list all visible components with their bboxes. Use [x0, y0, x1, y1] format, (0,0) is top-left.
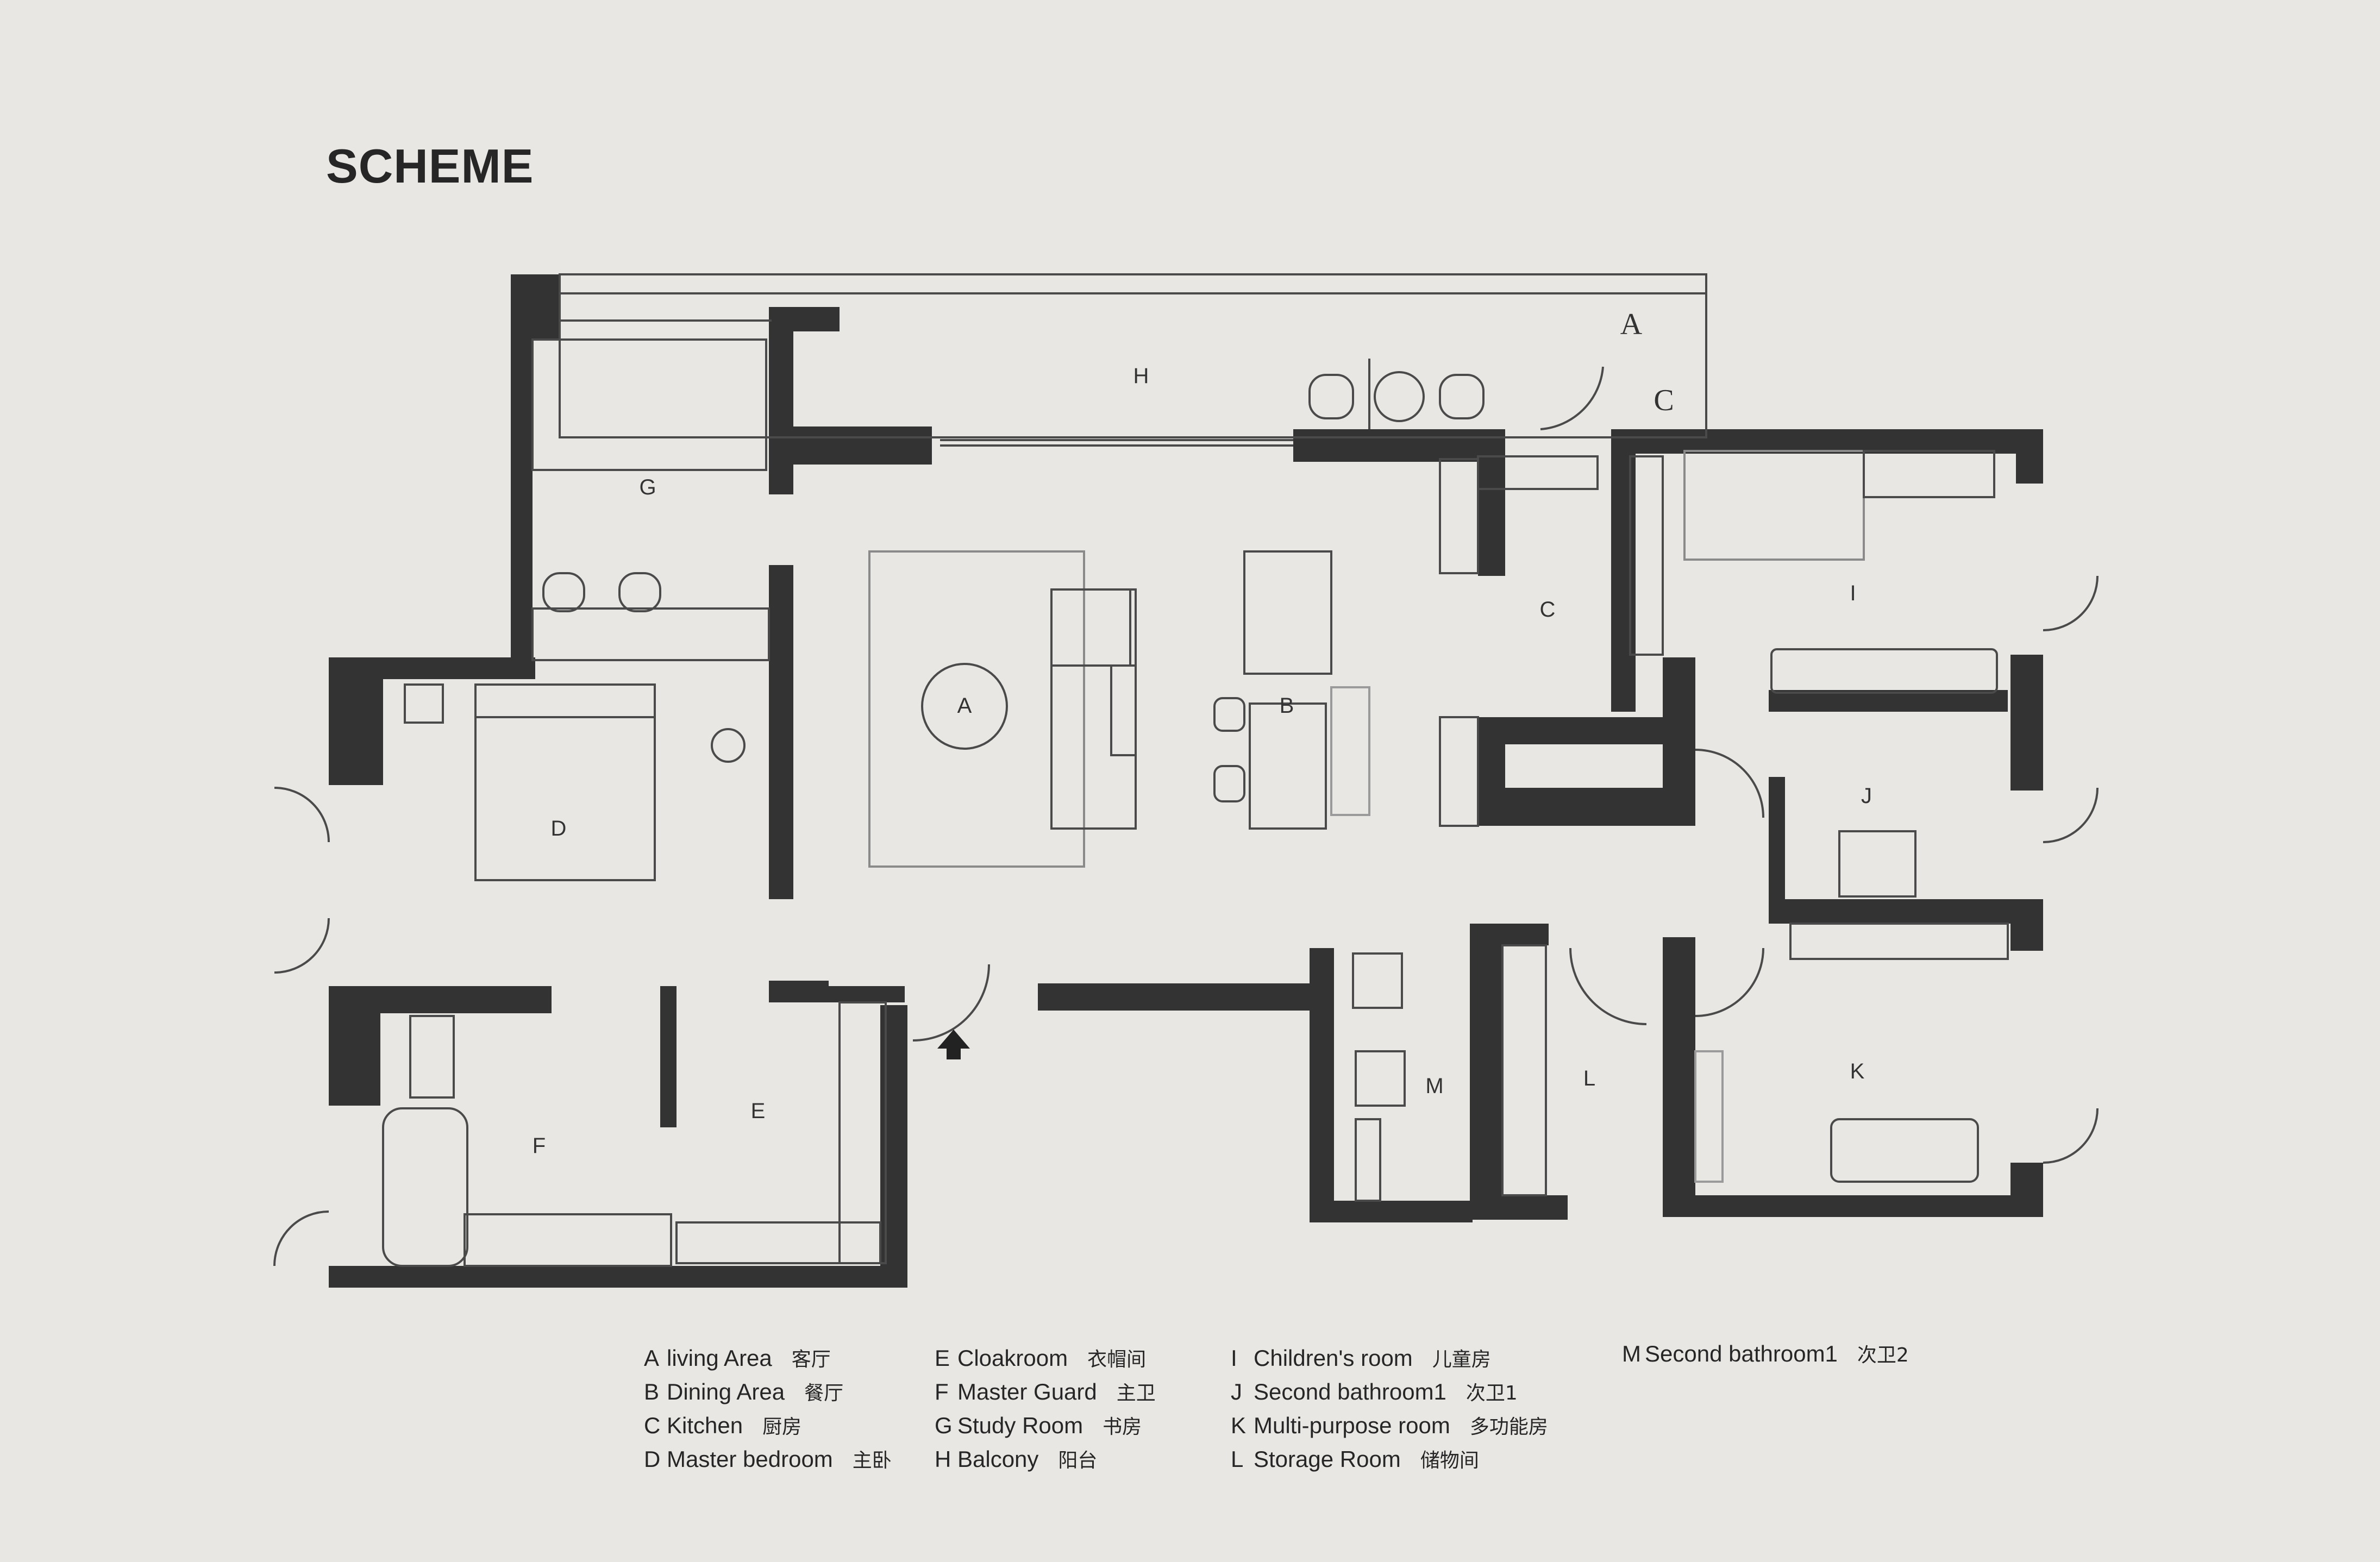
- bathtub: [382, 1107, 468, 1267]
- door-swing: [912, 964, 990, 1042]
- wall: [1769, 899, 2043, 924]
- toilet: [409, 1015, 455, 1099]
- room-label-l: L: [1583, 1067, 1595, 1090]
- chair: [1439, 374, 1485, 419]
- wall: [769, 426, 932, 465]
- cabinet: [531, 607, 770, 661]
- balcony-frame: [559, 273, 1707, 438]
- room-label-b: B: [1280, 694, 1294, 718]
- wall: [1663, 1195, 2043, 1217]
- round-table: [1374, 371, 1425, 422]
- shelf: [675, 1221, 881, 1264]
- room-label-d: D: [551, 817, 567, 840]
- walls: [329, 274, 2043, 1288]
- room-labels: A B C D E F G H I J K L M A C: [533, 308, 1872, 1158]
- wall: [1470, 924, 1549, 945]
- door-swing: [273, 1210, 329, 1266]
- wall: [1478, 788, 1695, 826]
- wall: [1663, 429, 2043, 451]
- bed: [474, 683, 656, 881]
- room-label-i: I: [1850, 581, 1856, 605]
- room-label-j: J: [1861, 784, 1872, 808]
- wall: [1478, 717, 1695, 744]
- wall: [1310, 948, 1334, 1222]
- sofa: [1830, 1118, 1979, 1183]
- wall: [329, 986, 552, 1013]
- wall: [2016, 429, 2043, 484]
- room-label-k: K: [1850, 1059, 1865, 1083]
- door-swing: [1695, 749, 1764, 818]
- door-swing: [274, 787, 330, 843]
- wall: [1293, 429, 1494, 462]
- wall: [769, 307, 793, 494]
- wall: [880, 1005, 907, 1288]
- wall: [1611, 429, 1636, 712]
- door-swing: [2043, 575, 2099, 631]
- corner-mark-c: C: [1654, 384, 1674, 417]
- door-swing: [1540, 366, 1604, 430]
- kitchen-island: [1243, 550, 1332, 675]
- wall: [1663, 937, 1695, 1217]
- room-label-g: G: [639, 475, 656, 499]
- door-swing: [274, 918, 330, 974]
- wall: [511, 274, 533, 663]
- chair: [1308, 374, 1354, 419]
- door-swing: [2043, 787, 2099, 843]
- rug: [868, 550, 1085, 868]
- chair-round: [711, 728, 746, 763]
- wall: [1038, 983, 1315, 1011]
- door-swing: [1695, 948, 1764, 1017]
- wall: [1478, 429, 1505, 576]
- wall: [329, 657, 383, 785]
- room-label-f: F: [533, 1134, 546, 1158]
- wall: [2011, 655, 2043, 791]
- sofa: [1050, 588, 1137, 830]
- floor-plan: A B C D E F G H I J K L M A C: [273, 273, 2099, 1288]
- wall: [1470, 1195, 1568, 1220]
- entrance-arrow-icon: [937, 1030, 970, 1059]
- door-swing: [1569, 948, 1647, 1025]
- room-label-h: H: [1133, 364, 1149, 388]
- room-label-m: M: [1425, 1074, 1443, 1098]
- door-swing: [2043, 1108, 2099, 1164]
- bed: [1770, 648, 1998, 694]
- wall: [769, 981, 829, 997]
- coffee-table: [921, 663, 1008, 750]
- wall: [329, 1266, 907, 1288]
- cabinet: [1789, 923, 2009, 960]
- wall: [2011, 899, 2043, 951]
- room-label-c: C: [1540, 598, 1556, 622]
- wall: [1310, 1201, 1473, 1222]
- page-title: SCHEME: [326, 139, 534, 193]
- wall: [769, 565, 793, 899]
- wall: [1769, 782, 1785, 921]
- wall: [788, 307, 840, 331]
- wall: [660, 986, 677, 1127]
- corner-mark-a: A: [1620, 308, 1643, 341]
- outlines: [273, 273, 2099, 1267]
- room-label-a: A: [957, 694, 972, 718]
- dining-table: [1249, 702, 1327, 830]
- room-label-e: E: [751, 1099, 766, 1123]
- wall: [1470, 924, 1502, 1217]
- shelf: [838, 1001, 887, 1264]
